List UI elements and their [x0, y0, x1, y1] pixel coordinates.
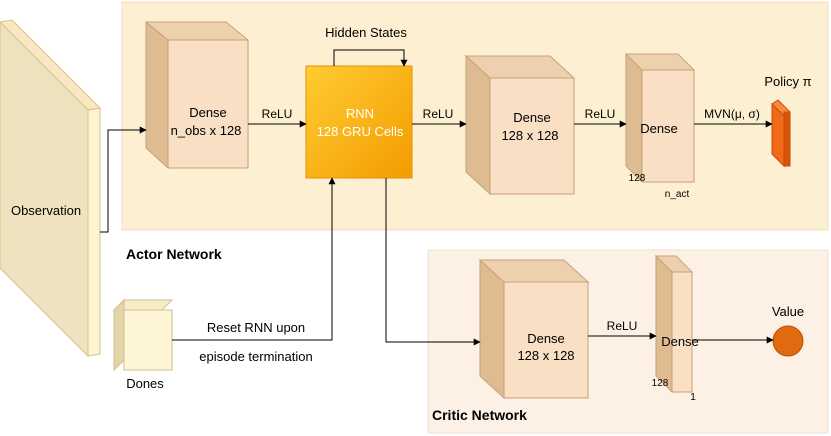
actor-dense-2-dims: 128 x 128 — [501, 128, 558, 143]
critic-dense-1-dims: 128 x 128 — [517, 348, 574, 363]
actor-dense-3-name: Dense — [640, 121, 678, 136]
critic-network-label: Critic Network — [432, 407, 527, 423]
actor-dense-layer-1: Dense n_obs x 128 — [144, 20, 250, 170]
connections — [100, 120, 774, 346]
value-output: Value — [772, 304, 804, 357]
rnn-cells: 128 GRU Cells — [317, 124, 404, 139]
relu-label-2: ReLU — [423, 107, 454, 121]
rnn-to-critic-arrow — [385, 178, 481, 346]
critic-dense-2-name: Dense — [661, 334, 699, 349]
relu-label-1: ReLU — [262, 107, 293, 121]
actor-dense-layer-3: Dense 128 n_act — [624, 52, 696, 200]
actor-dense-1-dims: n_obs x 128 — [171, 123, 242, 138]
dones-to-rnn-arrow — [172, 177, 336, 341]
obs-to-dense-arrow — [100, 126, 147, 233]
actor-dense-1-name: Dense — [189, 105, 227, 120]
rnn-block: RNN 128 GRU Cells — [305, 65, 413, 179]
hidden-states-loop: Hidden States — [325, 25, 408, 67]
reset-rnn-label-line2: episode termination — [199, 349, 312, 364]
actor-network-label: Actor Network — [126, 246, 222, 262]
mvn-label: MVN(μ, σ) — [704, 107, 760, 121]
critic-dense-2-size: 128 — [652, 378, 669, 389]
actor-dense-layer-2: Dense 128 x 128 — [464, 54, 576, 196]
critic-dense-2-out: 1 — [690, 392, 696, 403]
hidden-states-label: Hidden States — [325, 25, 407, 40]
policy-output: Policy π — [764, 74, 812, 168]
relu-label-3: ReLU — [585, 107, 616, 121]
actor-dense-3-size: 128 — [629, 173, 646, 184]
dones-label: Dones — [126, 376, 164, 391]
observation-input: Observation — [0, 19, 102, 358]
actor-dense-2-name: Dense — [513, 110, 551, 125]
dones-input: Dones — [112, 298, 174, 391]
reset-rnn-label-line1: Reset RNN upon — [207, 320, 305, 335]
critic-dense-1-name: Dense — [527, 331, 565, 346]
policy-label: Policy π — [764, 74, 811, 89]
critic-dense-layer-2: Dense 128 1 — [652, 254, 699, 403]
value-label: Value — [772, 304, 804, 319]
critic-relu-label: ReLU — [607, 319, 638, 333]
observation-label: Observation — [11, 203, 81, 218]
rnn-name: RNN — [346, 106, 374, 121]
actor-dense-3-out: n_act — [665, 189, 690, 200]
critic-dense-layer-1: Dense 128 x 128 — [478, 258, 590, 400]
